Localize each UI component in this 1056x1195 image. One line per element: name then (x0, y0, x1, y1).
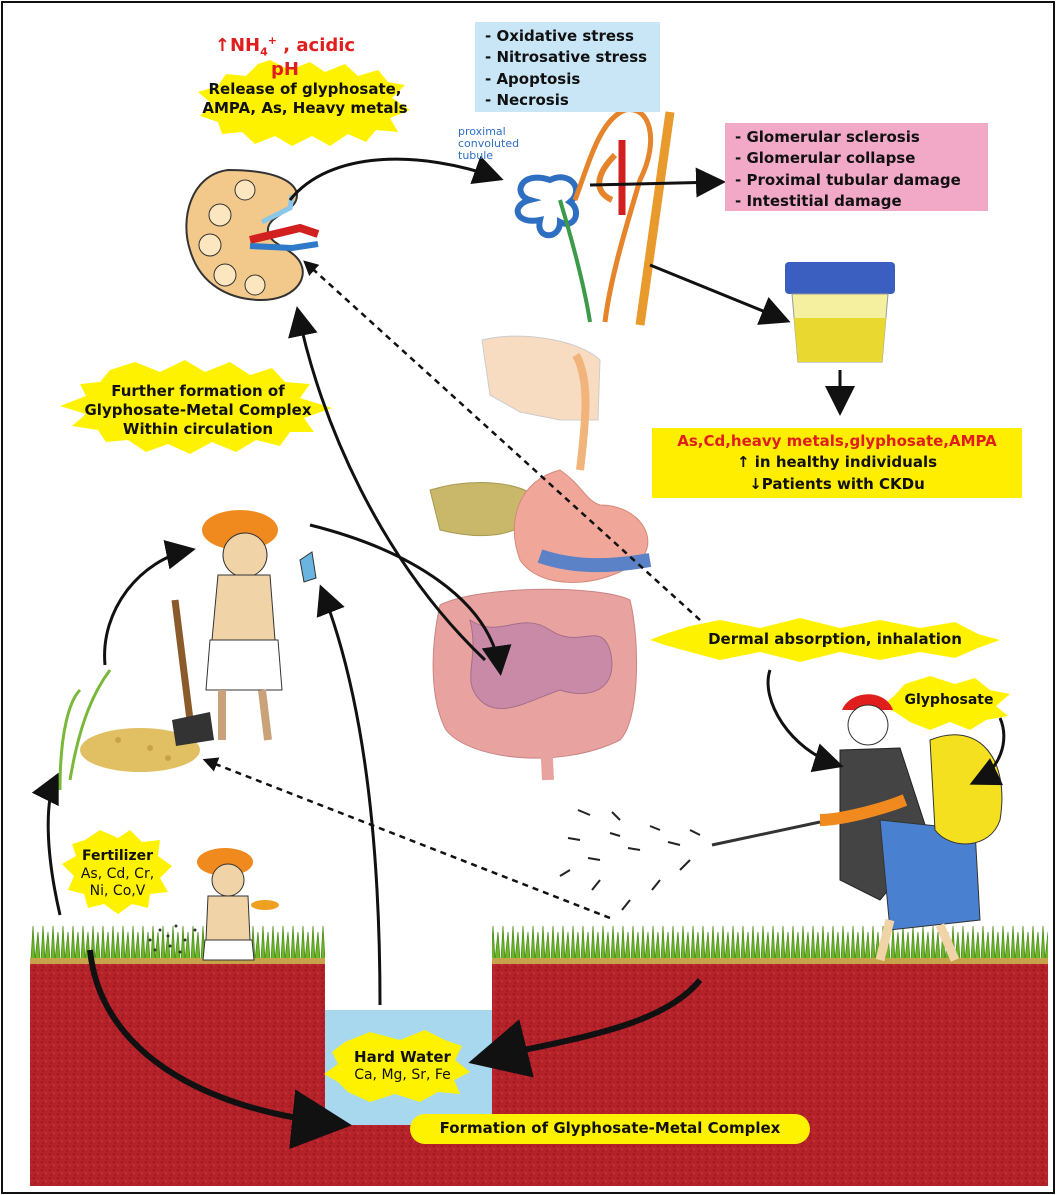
stress-item: - Necrosis (485, 90, 650, 111)
release-label: Release of glyphosate, AMPA, As, Heavy m… (200, 80, 410, 118)
hard-water-label: Hard Water Ca, Mg, Sr, Fe (335, 1048, 470, 1084)
up-arrow-icon: ↑ (215, 35, 230, 56)
glyphosate-label: Glyphosate (890, 692, 1008, 710)
urine-cup-illustration (785, 262, 895, 362)
nephron-illustration (518, 110, 670, 325)
increase-arrow-icon: ↑ (737, 453, 750, 471)
urine-healthy-line: in healthy individuals (755, 453, 937, 471)
damage-item: - Intestitial damage (735, 191, 978, 212)
urine-ckdu-line: Patients with CKDu (762, 475, 925, 493)
soil-ground (30, 962, 1048, 1186)
dermal-label: Dermal absorption, inhalation (680, 630, 990, 649)
circulation-label: Further formation of Glyphosate-Metal Co… (78, 382, 318, 438)
damage-item: - Glomerular sclerosis (735, 127, 978, 148)
urine-analytes: As,Cd,heavy metals,glyphosate,AMPA (658, 431, 1016, 452)
farmer-drinking-illustration (172, 510, 316, 746)
stress-item: - Oxidative stress (485, 26, 650, 47)
urine-result-box: As,Cd,heavy metals,glyphosate,AMPA ↑ in … (652, 428, 1022, 498)
complex-label: Formation of Glyphosate-Metal Complex (410, 1119, 810, 1138)
stress-box: - Oxidative stress - Nitrosative stress … (475, 22, 660, 112)
ammonium-label: ↑NH4+ , acidic pH (200, 34, 370, 82)
fertilizer-label: Fertilizer As, Cd, Cr, Ni, Co,V (70, 848, 165, 901)
release-line-2: AMPA, As, Heavy metals (200, 99, 410, 118)
release-line-1: Release of glyphosate, (200, 80, 410, 99)
damage-item: - Glomerular collapse (735, 148, 978, 169)
damage-item: - Proximal tubular damage (735, 170, 978, 191)
decrease-arrow-icon: ↓ (749, 475, 762, 493)
stress-item: - Nitrosative stress (485, 47, 650, 68)
damage-box: - Glomerular sclerosis - Glomerular coll… (725, 123, 988, 211)
stress-item: - Apoptosis (485, 69, 650, 90)
sprayer-person-illustration (712, 694, 1002, 960)
nephron-label: proximal convoluted tubule (458, 126, 519, 162)
spray-dashes (560, 810, 700, 910)
digestive-system-illustration (430, 336, 650, 780)
